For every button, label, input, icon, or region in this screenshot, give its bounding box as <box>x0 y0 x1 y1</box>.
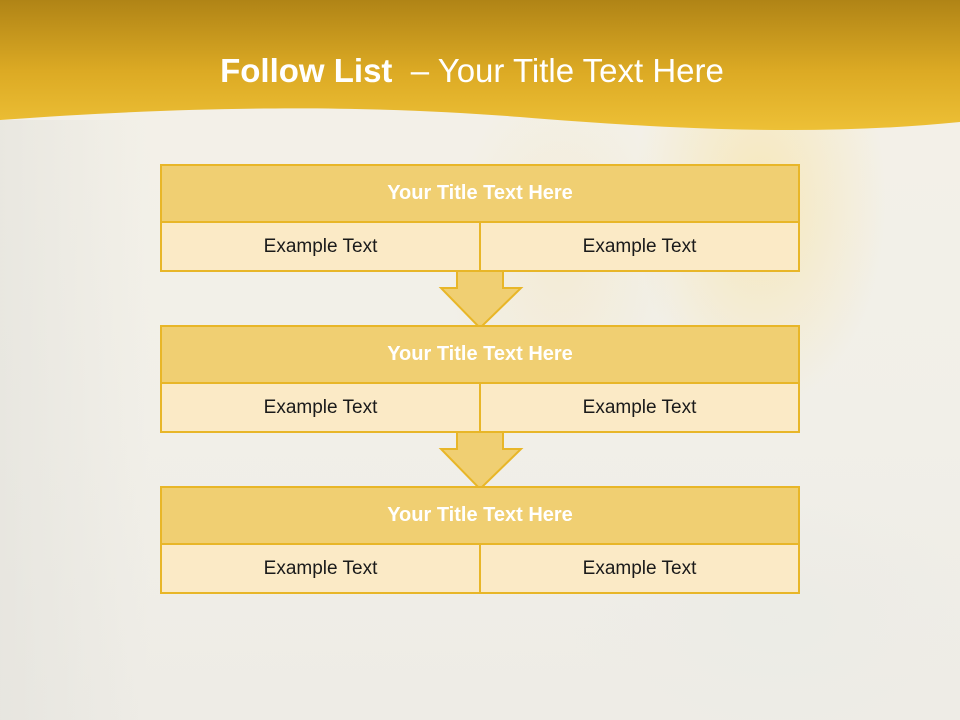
down-arrow-icon <box>438 431 524 491</box>
flow-block-2: Your Title Text Here Example Text Exampl… <box>160 325 800 433</box>
down-arrow-icon <box>438 270 524 330</box>
block-title: Your Title Text Here <box>162 327 798 384</box>
block-title: Your Title Text Here <box>162 488 798 545</box>
block-cell-right: Example Text <box>479 223 798 270</box>
block-cell-right: Example Text <box>479 545 798 592</box>
flow-block-3: Your Title Text Here Example Text Exampl… <box>160 486 800 594</box>
block-row: Example Text Example Text <box>162 545 798 592</box>
header-banner <box>0 0 960 131</box>
block-cell-left: Example Text <box>263 557 378 579</box>
block-cell-right: Example Text <box>479 384 798 431</box>
block-row: Example Text Example Text <box>162 223 798 270</box>
block-cell-left: Example Text <box>263 235 378 257</box>
slide-title-rest: – Your Title Text Here <box>410 52 724 89</box>
slide-title-bold: Follow List <box>220 52 393 89</box>
flow-block-1: Your Title Text Here Example Text Exampl… <box>160 164 800 272</box>
slide-title: Follow List – Your Title Text Here <box>0 52 944 90</box>
block-row: Example Text Example Text <box>162 384 798 431</box>
block-cell-left: Example Text <box>263 396 378 418</box>
block-title: Your Title Text Here <box>162 166 798 223</box>
background-shade <box>0 120 150 720</box>
